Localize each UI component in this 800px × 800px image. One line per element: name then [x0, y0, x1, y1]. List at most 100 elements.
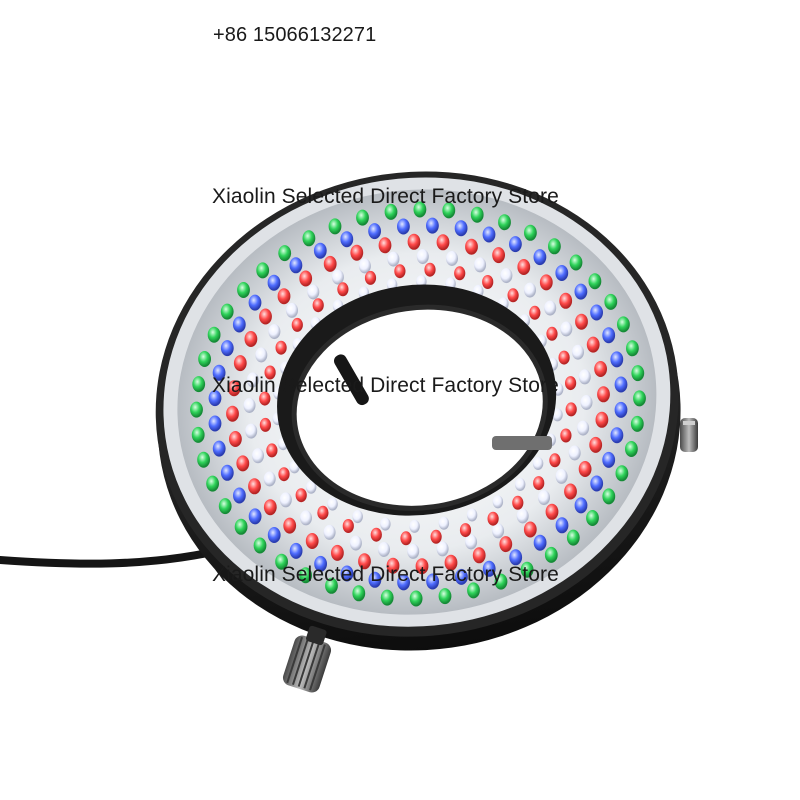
led-white [577, 420, 590, 436]
led-green [384, 203, 398, 220]
led-green [470, 206, 484, 223]
led-red [259, 417, 271, 432]
led-red [275, 340, 287, 355]
led-green [197, 451, 211, 468]
power-cable-icon [0, 544, 234, 568]
store-watermark: Xiaolin Selected Direct Factory Store [212, 563, 559, 586]
led-green [626, 340, 639, 357]
led-blue [232, 316, 246, 333]
led-blue [314, 555, 327, 572]
led-white [306, 480, 317, 494]
led-green [328, 218, 342, 235]
led-red [487, 511, 499, 526]
led-green [237, 282, 250, 298]
led-green [190, 401, 203, 418]
led-red [264, 365, 276, 380]
led-red [342, 519, 354, 533]
led-green [302, 230, 316, 247]
led-red [415, 558, 429, 575]
led-green [467, 582, 480, 599]
led-red [370, 527, 382, 542]
led-white [466, 508, 478, 522]
led-white [349, 535, 362, 551]
led-red [529, 305, 541, 320]
led-red [424, 262, 436, 277]
led-blue [426, 573, 439, 590]
led-white [409, 519, 420, 533]
led-red [472, 547, 486, 564]
led-red [586, 336, 600, 353]
led-blue [426, 217, 439, 234]
led-green [617, 316, 630, 333]
led-red [358, 553, 371, 570]
led-green [631, 365, 645, 382]
led-red [378, 237, 392, 254]
led-red [283, 517, 297, 534]
led-white [307, 284, 320, 300]
led-white [544, 300, 557, 316]
led-green [604, 293, 618, 310]
led-white [416, 249, 429, 265]
led-blue [590, 304, 603, 321]
led-green [299, 567, 312, 584]
led-white [407, 543, 420, 559]
led-red [595, 411, 609, 428]
led-white [300, 510, 312, 526]
thumb-screw-icon [492, 418, 698, 452]
led-blue [289, 257, 303, 274]
led-blue [610, 427, 624, 444]
led-red [454, 266, 466, 281]
led-blue [454, 220, 468, 237]
led-white [255, 347, 268, 363]
led-green [569, 254, 583, 271]
led-red [539, 274, 553, 291]
led-white [560, 321, 573, 337]
led-blue [610, 351, 624, 368]
led-blue [509, 549, 523, 566]
led-blue [555, 265, 569, 281]
led-green [192, 376, 206, 393]
led-red [549, 453, 561, 468]
led-green [409, 590, 423, 607]
led-green [438, 588, 452, 605]
led-green [544, 546, 558, 563]
led-blue [602, 451, 616, 468]
led-red [244, 331, 258, 347]
led-green [498, 214, 511, 231]
led-red [559, 292, 573, 309]
led-red [565, 402, 577, 417]
led-green [220, 303, 234, 320]
led-green [275, 553, 288, 570]
led-blue [212, 364, 226, 381]
led-green [206, 475, 220, 492]
thumb-screw-icon [334, 354, 369, 406]
led-white [327, 497, 338, 511]
led-green [413, 201, 427, 218]
led-white [516, 508, 529, 524]
led-white [352, 510, 363, 524]
led-white [500, 268, 513, 284]
led-white [552, 408, 563, 422]
led-red [291, 317, 303, 332]
led-red [305, 533, 319, 549]
led-white [555, 468, 568, 484]
led-white [465, 534, 478, 550]
led-green [548, 238, 561, 255]
led-blue [602, 327, 616, 344]
led-white [323, 524, 336, 540]
led-red [331, 544, 344, 561]
led-green [566, 529, 580, 546]
led-red [512, 495, 524, 510]
led-red [589, 436, 603, 453]
led-green [615, 465, 629, 482]
led-blue [340, 565, 354, 582]
contact-phone: +86 15066132271 [213, 24, 377, 46]
led-green [352, 585, 366, 602]
led-array [190, 201, 646, 607]
led-green [278, 245, 292, 262]
led-blue [220, 340, 234, 357]
led-green [218, 498, 232, 515]
led-white [286, 302, 298, 318]
led-blue [533, 249, 547, 266]
led-red [499, 536, 513, 553]
